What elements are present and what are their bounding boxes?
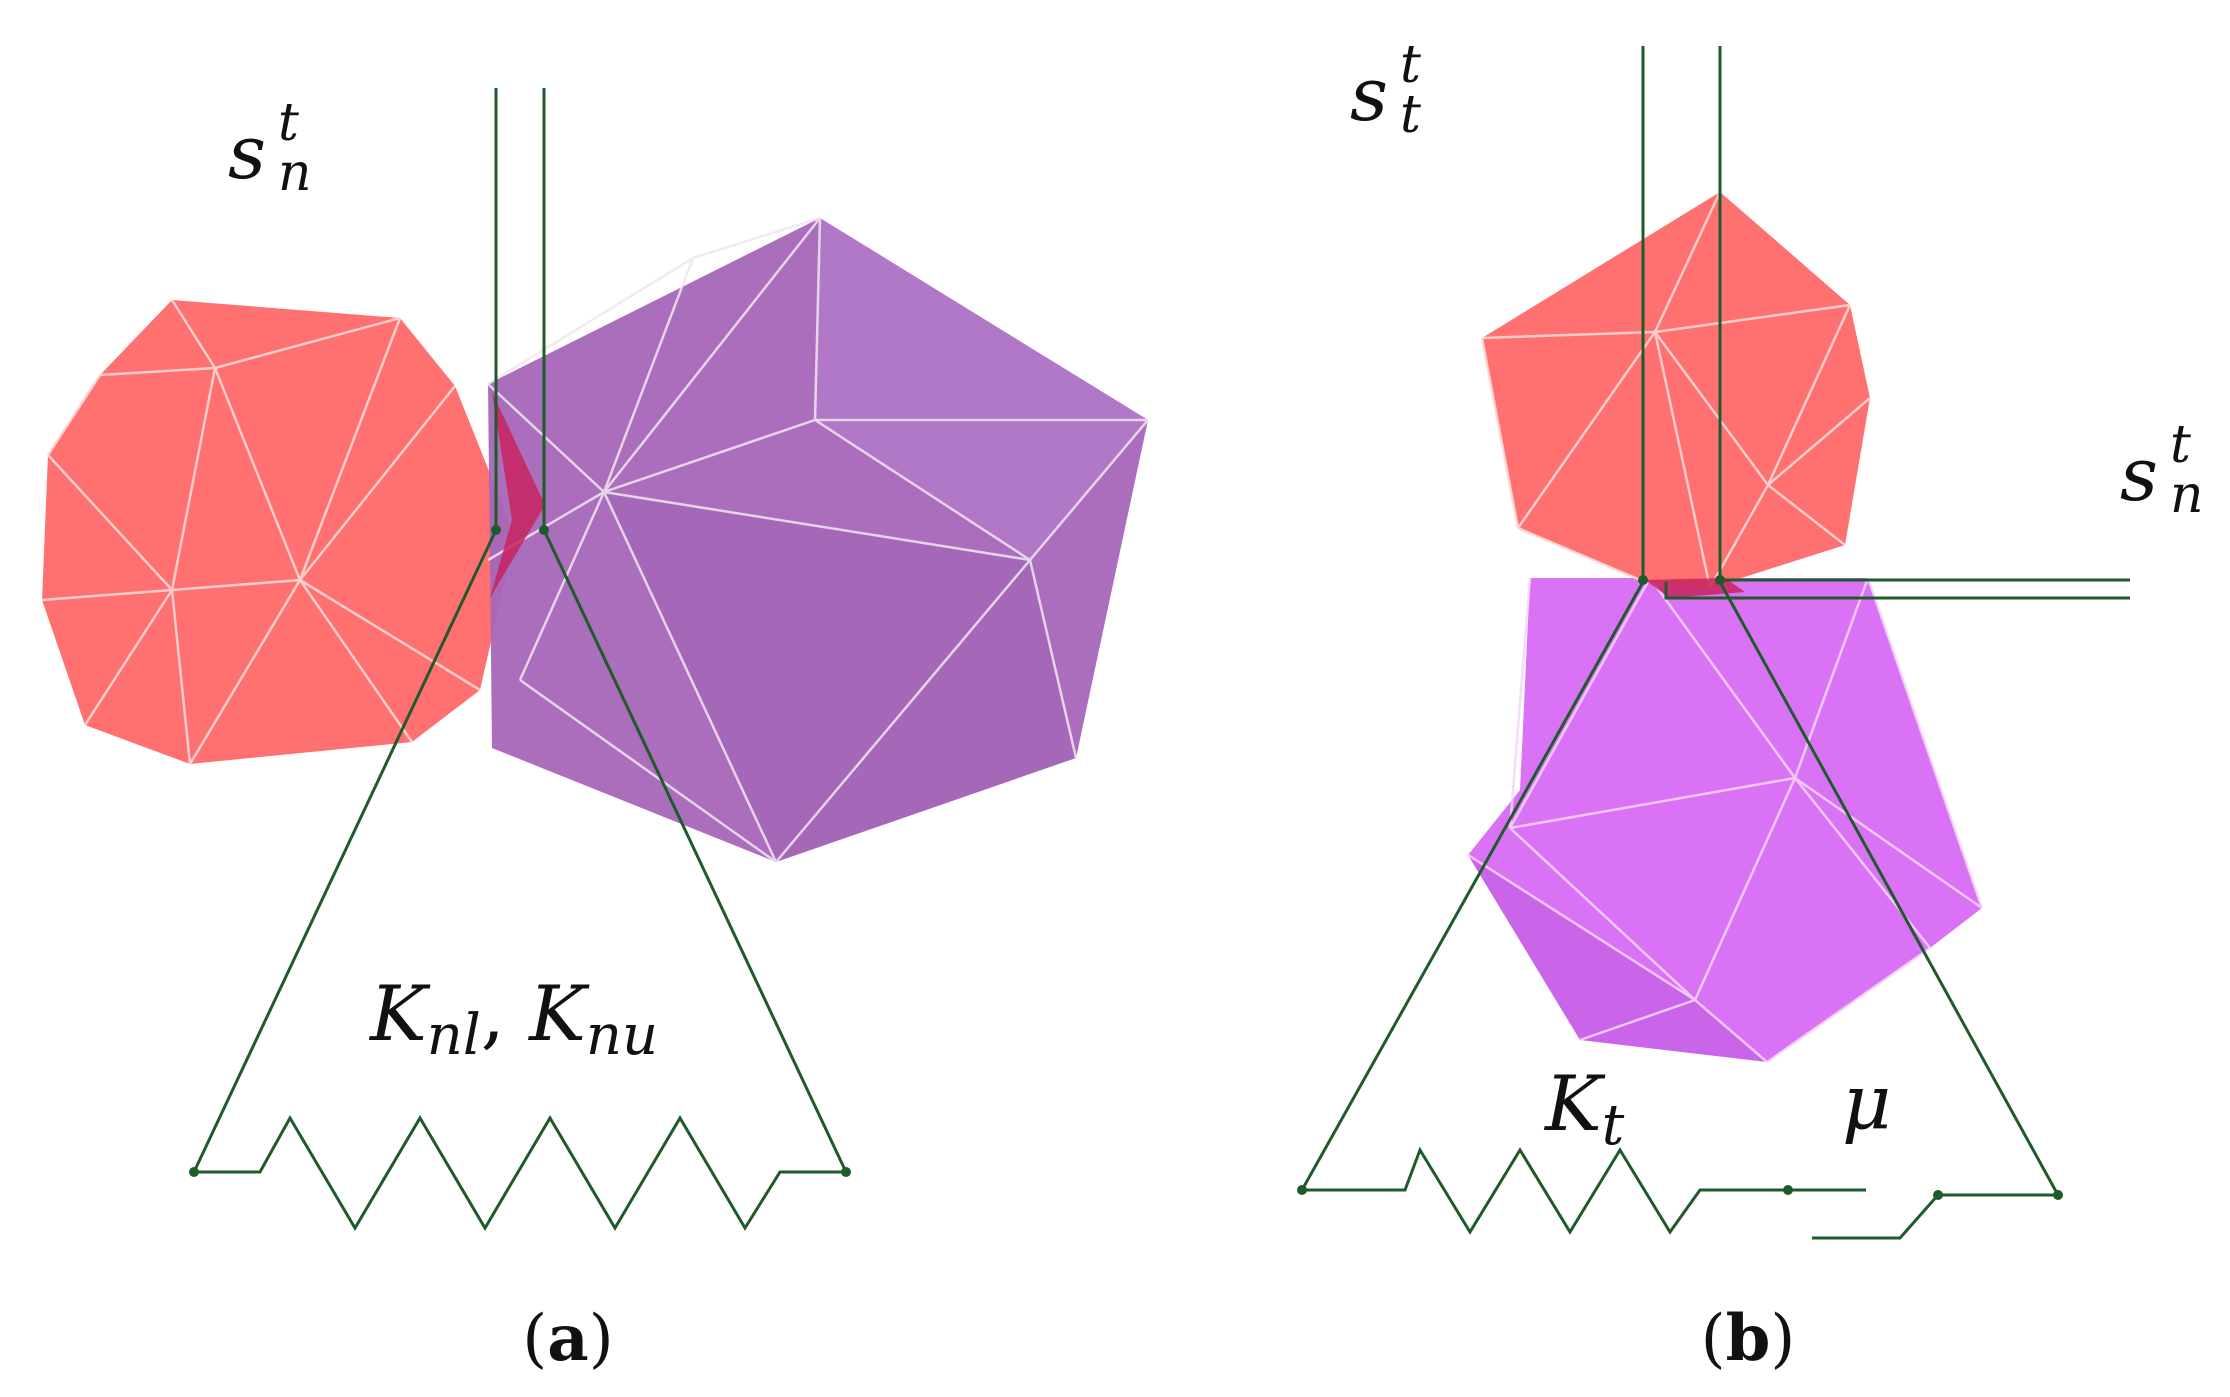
caption-b: (b) (1701, 1301, 1796, 1376)
circuit-nodes-a (189, 525, 851, 1177)
stiffness-separator: , (481, 969, 529, 1058)
label-slip-normal-a: s (228, 110, 266, 196)
stiffness-t-sub: t (1602, 1093, 1625, 1158)
circuit-a (191, 88, 849, 1231)
slip-sub-a: n (278, 143, 312, 203)
circuit-nodes-b (1297, 575, 2063, 1200)
purple-particle-a (487, 216, 1149, 864)
slip-base: s (228, 110, 266, 196)
stiffness-1-sub: nl (427, 1003, 481, 1068)
label-stiffness-normal: Knl, Knu (368, 969, 658, 1068)
purple-particle-b (1467, 577, 1984, 1064)
label-slip-normal-b: s (2120, 432, 2158, 518)
caption-a: (a) (522, 1301, 613, 1376)
red-particle-b (1480, 191, 1871, 589)
slip-n-sub: n (2170, 465, 2204, 525)
slip-t-sup: t (1400, 35, 1421, 95)
label-stiffness-tangential: Kt (1543, 1059, 1625, 1158)
stiffness-2-base: K (527, 969, 590, 1058)
slip-sup-a: t (278, 93, 299, 153)
label-slip-tangential: s (1350, 52, 1388, 138)
overlap-region-a (490, 392, 545, 598)
slip-t-sub: t (1400, 85, 1421, 145)
panel-b: s t t s t n Kt μ (b) (1297, 35, 2204, 1376)
stiffness-t-base: K (1543, 1059, 1606, 1148)
stiffness-1-base: K (368, 969, 431, 1058)
red-particle-a (41, 299, 515, 765)
stiffness-2-sub: nu (586, 1003, 658, 1068)
slip-n-sup: t (2170, 415, 2191, 475)
label-friction: μ (1842, 1057, 1891, 1146)
panel-a: s t n Knl, Knu (a) (41, 88, 1149, 1376)
